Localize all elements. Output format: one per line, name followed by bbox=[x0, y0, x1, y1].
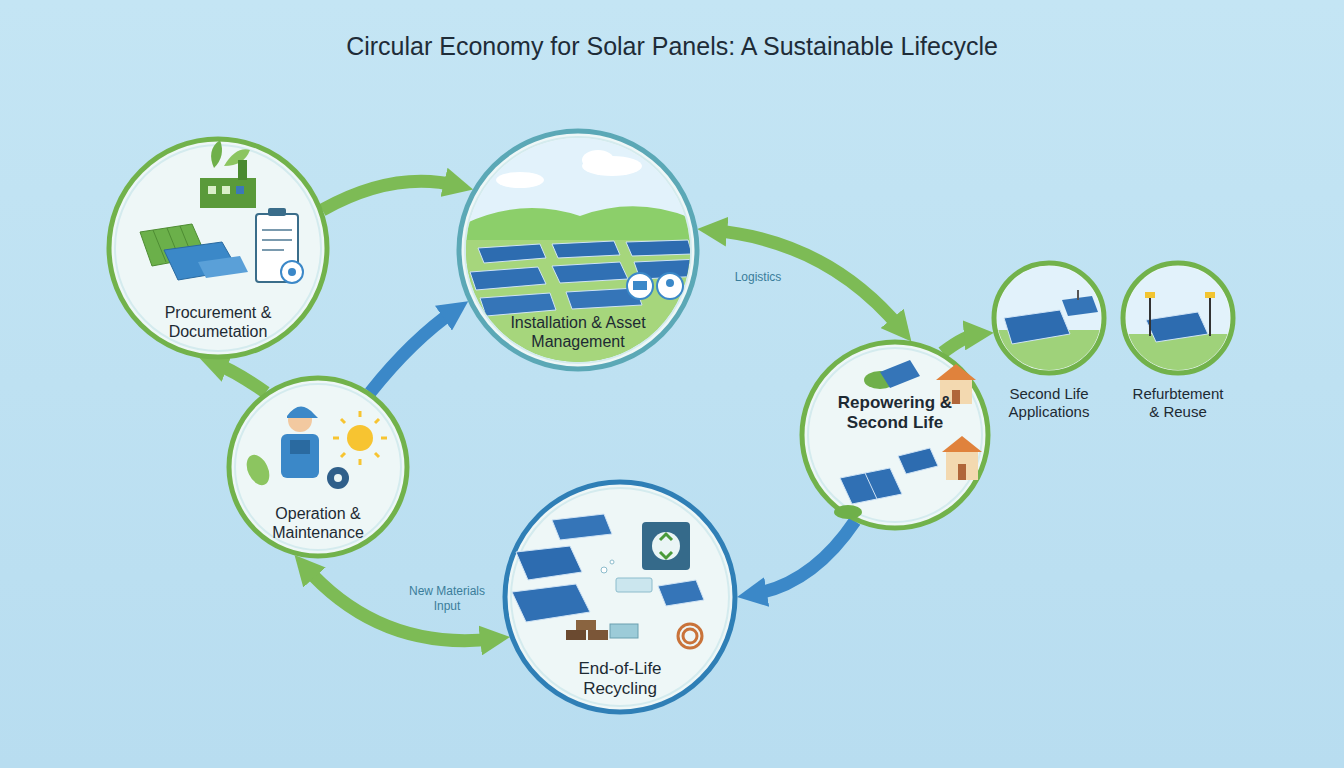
refurbishment-illustration bbox=[1124, 264, 1234, 384]
circle-fill bbox=[802, 342, 988, 528]
circle-fill bbox=[459, 131, 697, 369]
lifecycle-circle: Procurement & Documetation bbox=[106, 136, 330, 360]
circle-text-box: Operation & Maintenance bbox=[258, 505, 378, 543]
circle-text-box: Installation & Asset Management bbox=[505, 314, 651, 352]
circle-inner-ring bbox=[511, 488, 729, 706]
circle-text-box: End-of-Life Recycling bbox=[560, 659, 680, 699]
circle-fill bbox=[229, 378, 407, 556]
flow-arrow bbox=[713, 230, 901, 329]
flow-arrow bbox=[322, 181, 457, 210]
lifecycle-circle: Second Life Applications bbox=[991, 260, 1107, 376]
circle-inner-ring bbox=[808, 348, 982, 522]
circle-label: Repowering & Second Life bbox=[825, 393, 965, 433]
installation-illustration bbox=[460, 132, 704, 372]
circle-inner-ring bbox=[465, 137, 691, 363]
diagram-title: Circular Economy for Solar Panels: A Sus… bbox=[0, 32, 1344, 61]
flow-arrow bbox=[305, 567, 494, 641]
circle-label: Refurbtement & Reuse bbox=[1128, 385, 1228, 420]
edge-label: Logistics bbox=[728, 270, 788, 285]
flow-arrow bbox=[753, 521, 855, 594]
circle-label: Installation & Asset Management bbox=[505, 314, 651, 352]
edge-label: New Materials Input bbox=[402, 584, 492, 614]
flow-arrow bbox=[214, 363, 266, 393]
circle-label: Second Life Applications bbox=[994, 385, 1104, 420]
circle-text-box: Second Life Applications bbox=[994, 385, 1104, 420]
circle-text-box: Procurement & Documetation bbox=[148, 304, 288, 342]
circle-fill bbox=[994, 263, 1104, 373]
circle-outline bbox=[1120, 260, 1236, 376]
circle-text-box: Refurbtement & Reuse bbox=[1128, 385, 1228, 420]
circle-fill bbox=[109, 139, 327, 357]
circle-outline bbox=[991, 260, 1107, 376]
circle-inner-ring bbox=[235, 384, 401, 550]
circle-label: End-of-Life Recycling bbox=[560, 659, 680, 699]
lifecycle-circle: End-of-Life Recycling bbox=[502, 479, 738, 715]
circle-inner-ring bbox=[1129, 269, 1227, 367]
flow-arrow bbox=[943, 334, 979, 353]
circle-label: Procurement & Documetation bbox=[148, 304, 288, 342]
circle-outline bbox=[799, 339, 991, 531]
circle-label: Operation & Maintenance bbox=[258, 505, 378, 543]
circle-inner-ring bbox=[115, 145, 321, 351]
circle-fill bbox=[505, 482, 735, 712]
flow-arrow bbox=[370, 310, 455, 392]
lifecycle-circle: Operation & Maintenance bbox=[226, 375, 410, 559]
second-life-illustration bbox=[995, 264, 1105, 380]
circle-inner-ring bbox=[1000, 269, 1098, 367]
circle-text-box: Repowering & Second Life bbox=[825, 393, 965, 433]
lifecycle-circle: Repowering & Second Life bbox=[799, 339, 991, 531]
lifecycle-circle: Refurbtement & Reuse bbox=[1120, 260, 1236, 376]
lifecycle-circle: Installation & Asset Management bbox=[456, 128, 700, 372]
circle-fill bbox=[1123, 263, 1233, 373]
